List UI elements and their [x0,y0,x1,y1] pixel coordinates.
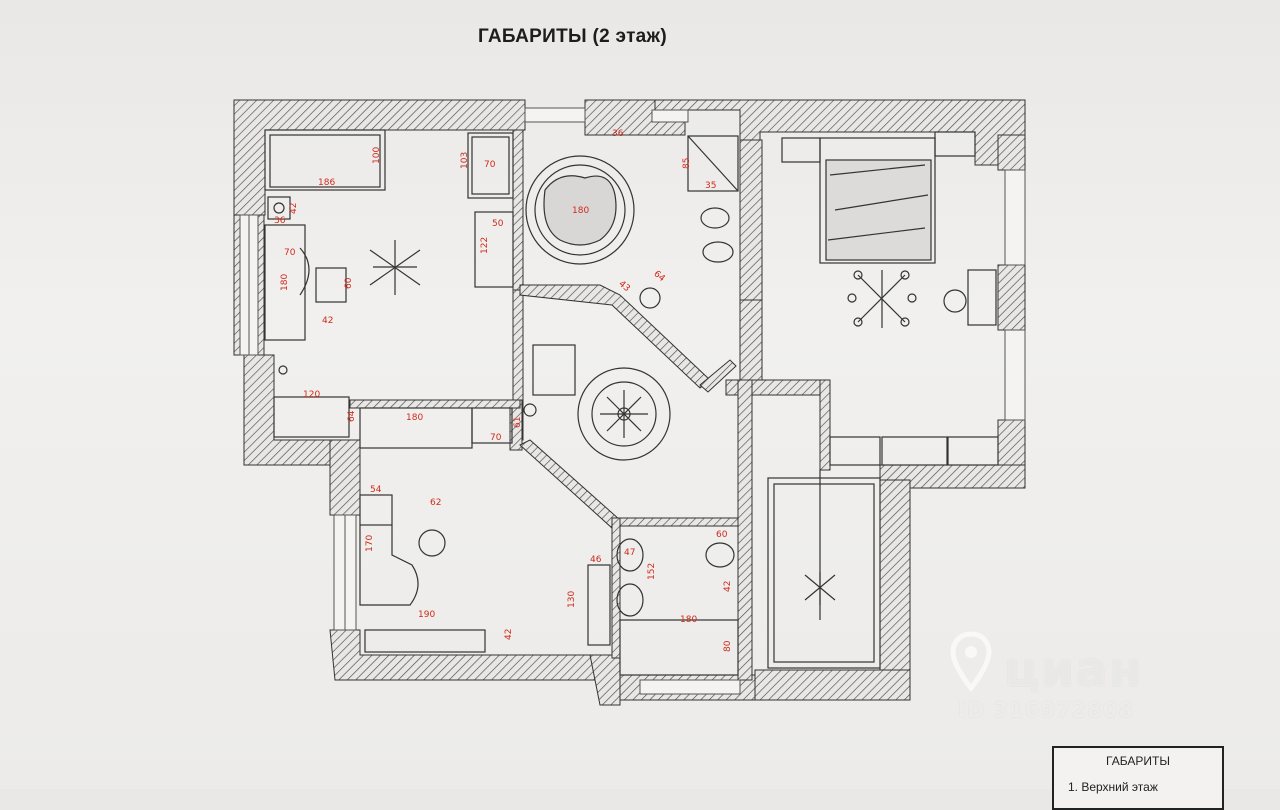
inner-walls [349,129,831,681]
dim-label: 180 [572,206,589,216]
stair-chandelier-icon [804,572,836,605]
dim-label: 70 [490,433,502,443]
dim-label: 180 [406,413,423,423]
dim-label: 42 [723,581,733,592]
legend-item: 1. Верхний этаж [1068,780,1158,794]
dim-label: 190 [418,610,435,620]
dim-label: 70 [284,248,296,258]
legend-box: ГАБАРИТЫ 1. Верхний этаж [1052,746,1224,810]
legend-title: ГАБАРИТЫ [1106,754,1170,768]
floor-plan: 186 100 103 70 50 122 36 42 70 180 60 42… [233,99,1026,706]
dim-label: 180 [680,615,697,625]
dim-label: 170 [365,535,375,552]
watermark-id: ID 316972808 [958,698,1135,722]
dim-label: 122 [480,237,490,254]
dim-label: 47 [624,548,635,558]
dim-label: 42 [322,316,333,326]
chandelier-icon [369,240,421,295]
cian-pin-icon [950,631,992,692]
dim-label: 100 [372,147,382,164]
dim-label: 152 [647,563,657,580]
dim-label: 36 [274,216,286,226]
dimension-labels: 186 100 103 70 50 122 36 42 70 180 60 42… [274,129,733,652]
dim-label: 103 [460,152,470,169]
dim-label: 50 [492,219,504,229]
dim-label: 70 [484,160,496,170]
dim-label: 64 [347,410,357,422]
dim-label: 36 [612,129,624,139]
dim-label: 64 [651,269,666,284]
dim-label: 42 [504,629,514,640]
dim-label: 120 [303,390,320,400]
dim-label: 80 [723,640,733,652]
dim-label: 35 [705,181,716,191]
plan-title: ГАБАРИТЫ (2 этаж) [478,26,667,47]
dim-label: 62 [430,498,441,508]
dim-label: 85 [682,158,692,169]
windows [239,107,1026,695]
furniture [264,129,999,676]
dim-label: 130 [567,591,577,608]
dim-label: 186 [318,178,335,188]
dim-label: 42 [289,203,299,214]
dim-label: 54 [370,485,382,495]
dim-label: 61 [513,417,523,428]
watermark-brand: циан [1004,642,1143,698]
dim-label: 180 [280,274,290,291]
dim-label: 60 [344,277,354,289]
outer-walls [233,99,1026,706]
dim-label: 60 [716,530,728,540]
dim-label: 43 [616,279,631,294]
round-chandelier-icon [577,367,671,461]
dim-label: 46 [590,555,602,565]
bedroom-chandelier-icon [847,270,917,328]
